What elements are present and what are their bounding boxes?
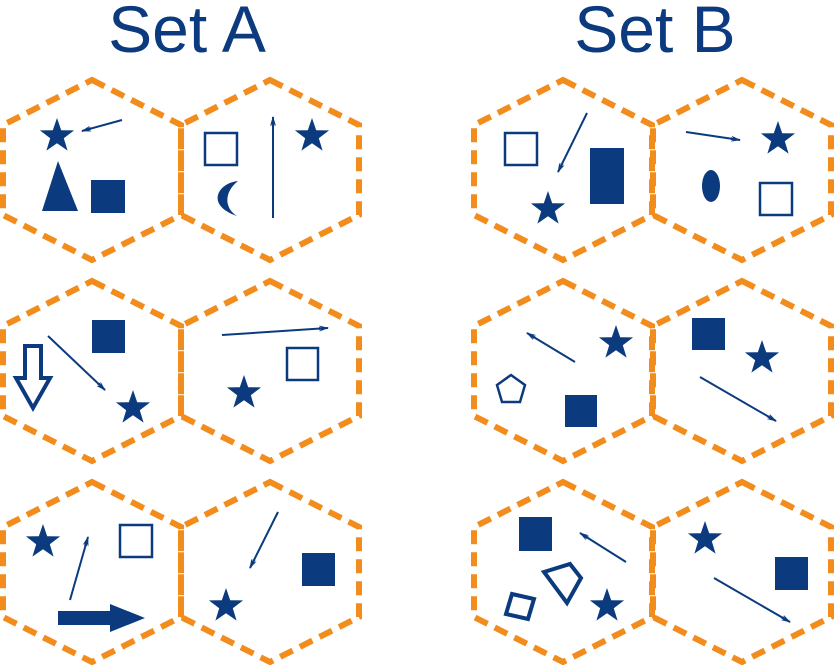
filled-square: [519, 517, 552, 551]
hollow-square: [203, 131, 239, 167]
star-icon: [294, 118, 330, 151]
hexagon-b4: [653, 281, 831, 461]
star-icon: [598, 325, 634, 358]
hollow-square: [285, 346, 320, 382]
hollow-square: [758, 181, 794, 217]
hexagon-a2: [181, 80, 359, 260]
star-icon: [226, 375, 262, 408]
hollow-quadrilateral: [540, 561, 584, 607]
hexagon-a5: [3, 482, 181, 662]
hexagon-a4: [181, 281, 359, 461]
arrow: [527, 332, 576, 363]
star-icon: [687, 521, 723, 554]
star-icon: [760, 121, 796, 154]
filled-square: [692, 318, 725, 350]
hollow-square: [118, 523, 154, 559]
hexagon-b5: [474, 482, 652, 662]
arrow: [249, 511, 279, 568]
small-hollow-square: [503, 591, 537, 622]
crescent: [217, 181, 238, 216]
star-icon: [115, 390, 151, 423]
hollow-square: [503, 131, 539, 167]
arrow: [221, 328, 328, 336]
filled-right-arrow: [58, 604, 145, 632]
triangle: [42, 161, 78, 211]
filled-square: [775, 557, 808, 590]
hexagon-a3: [3, 281, 181, 461]
star-icon: [25, 524, 61, 557]
arrow: [82, 119, 123, 132]
filled-square: [565, 395, 597, 427]
arrow: [580, 532, 627, 563]
hexagon-b3: [474, 281, 652, 461]
hexagon-grid: [3, 80, 831, 662]
arrow: [69, 537, 89, 601]
hollow-pentagon: [495, 373, 527, 404]
arrow: [47, 335, 105, 391]
filled-square: [91, 180, 125, 213]
star-icon: [589, 588, 625, 621]
arrow: [557, 112, 588, 172]
set-b-title: Set B: [574, 0, 736, 66]
star-icon: [530, 191, 566, 224]
hexagon-b2: [653, 80, 831, 260]
filled-square: [302, 553, 335, 586]
star-icon: [744, 340, 780, 373]
filled-rectangle: [590, 148, 624, 204]
filled-ellipse: [702, 170, 720, 202]
hexagon-a1: [3, 80, 181, 260]
star-icon: [39, 118, 75, 151]
arrow: [699, 376, 776, 422]
filled-square: [92, 320, 125, 353]
arrow: [713, 577, 790, 623]
hollow-down-arrow: [12, 344, 54, 413]
set-a-title: Set A: [108, 0, 266, 66]
hexagon-b1: [474, 80, 652, 260]
star-icon: [208, 588, 244, 621]
arrow: [685, 131, 740, 140]
